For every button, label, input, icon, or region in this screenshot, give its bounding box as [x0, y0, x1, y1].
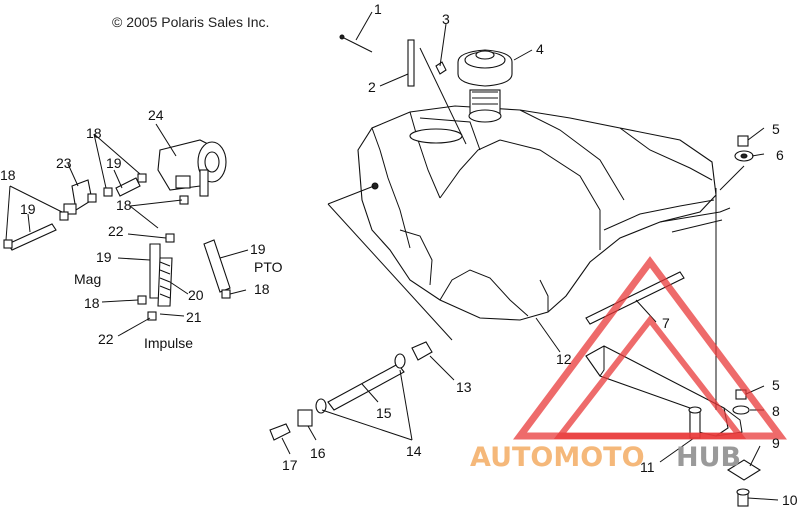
callout-9: 9 — [772, 435, 780, 451]
callout-18d: 18 — [84, 295, 100, 311]
callout-17: 17 — [282, 457, 298, 473]
callout-18e: 18 — [254, 281, 270, 297]
callout-2: 2 — [368, 79, 376, 95]
watermark-brand-a: AUTOMOTO — [470, 442, 645, 473]
copyright-notice: © 2005 Polaris Sales Inc. — [112, 14, 270, 30]
callout-10: 10 — [782, 492, 798, 508]
callout-22a: 22 — [108, 223, 124, 239]
callout-12: 12 — [556, 351, 572, 367]
leader-lines — [5, 11, 779, 501]
fuel-tank — [357, 105, 731, 321]
callout-19d: 19 — [250, 241, 266, 257]
callout-18c: 18 — [116, 197, 132, 213]
label-mag: Mag — [74, 271, 101, 287]
callout-19b: 19 — [106, 155, 122, 171]
tank-bracket — [585, 345, 743, 439]
callout-13: 13 — [456, 379, 472, 395]
fuel-cap — [457, 49, 513, 123]
callout-18b: 18 — [86, 125, 102, 141]
callout-20: 20 — [188, 287, 204, 303]
callout-21: 21 — [186, 309, 202, 325]
label-pto: PTO — [254, 259, 283, 275]
label-impulse: Impulse — [144, 335, 193, 351]
callout-19a: 19 — [20, 201, 36, 217]
callout-11: 11 — [640, 459, 655, 475]
callout-4: 4 — [536, 41, 544, 57]
petcock — [63, 179, 97, 215]
callout-5b: 5 — [772, 377, 780, 393]
callout-19c: 19 — [96, 249, 112, 265]
callout-3: 3 — [442, 11, 450, 27]
watermark-logo: AUTOMOTO HUB — [470, 256, 787, 473]
vent-parts — [339, 34, 447, 87]
callout-7: 7 — [662, 315, 670, 331]
callout-24: 24 — [148, 107, 164, 123]
callout-23: 23 — [56, 155, 72, 171]
callout-16: 16 — [310, 445, 326, 461]
callout-22b: 22 — [98, 331, 114, 347]
callout-1: 1 — [374, 1, 382, 17]
callout-14: 14 — [406, 443, 422, 459]
fuel-pump — [157, 139, 227, 197]
callout-5a: 5 — [772, 121, 780, 137]
callout-6: 6 — [776, 147, 784, 163]
watermark-brand-b: HUB — [676, 442, 741, 473]
callout-8: 8 — [772, 403, 780, 419]
callout-18a: 18 — [0, 167, 16, 183]
callout-15: 15 — [376, 405, 392, 421]
hose-clamps — [3, 173, 231, 321]
hoses — [7, 177, 231, 307]
fuel-line-assembly — [269, 341, 433, 441]
right-mount-hardware — [719, 135, 754, 191]
lower-right-hardware — [726, 389, 762, 507]
